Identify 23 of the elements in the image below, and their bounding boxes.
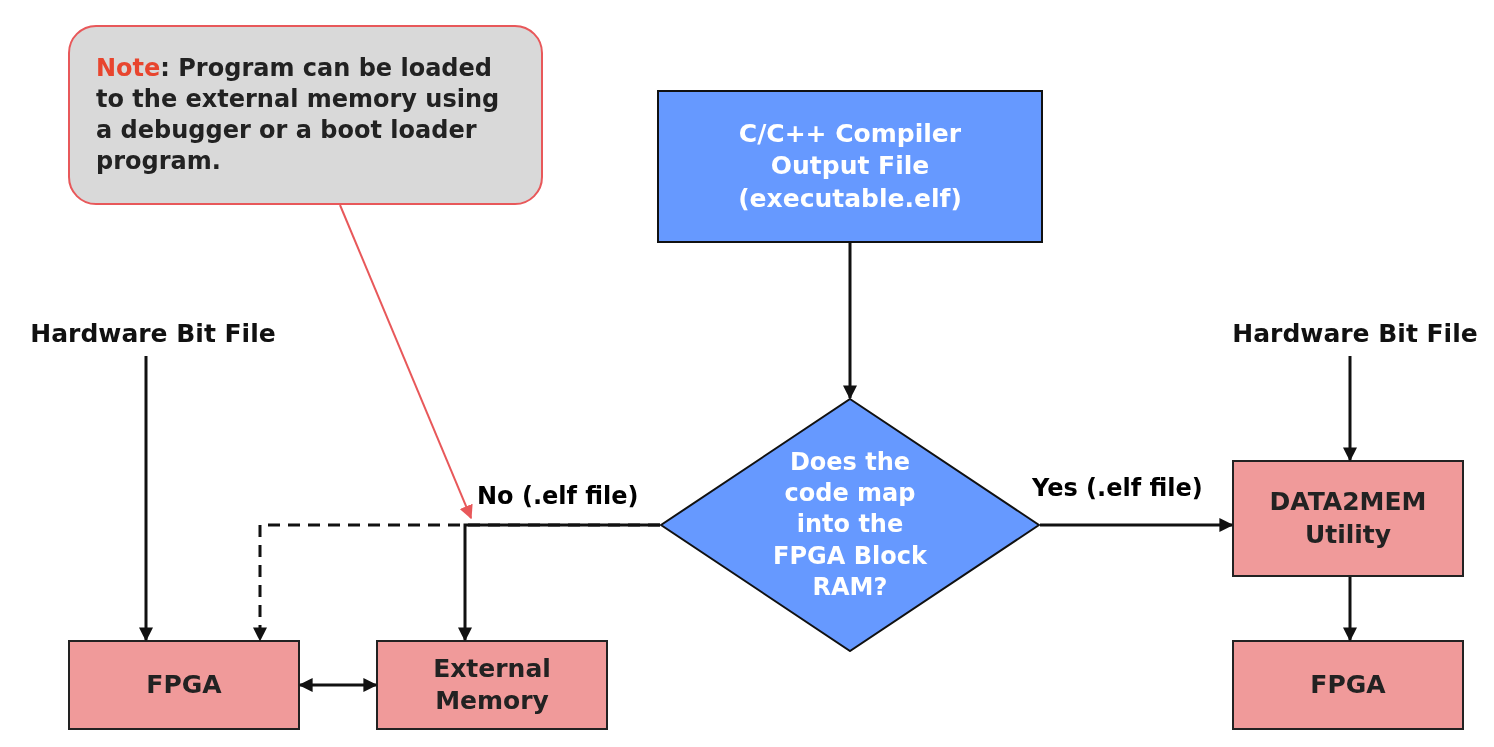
box-label: External Memory <box>432 652 552 717</box>
arrow <box>458 523 660 642</box>
note-callout <box>68 25 543 205</box>
arrow <box>1343 577 1357 642</box>
arrow <box>843 243 857 400</box>
process-box <box>657 90 1043 243</box>
arrow <box>298 678 378 692</box>
process-box <box>1232 460 1464 577</box>
box-label: FPGA <box>1310 668 1386 701</box>
box-label: FPGA <box>146 668 222 701</box>
input-label: Hardware Bit File <box>1232 317 1478 350</box>
leader-line <box>339 204 473 520</box>
process-box <box>68 640 300 730</box>
input-label: Hardware Bit File <box>30 317 276 350</box>
arrow <box>1343 356 1357 462</box>
process-box <box>376 640 608 730</box>
arrow <box>139 356 153 642</box>
box-label: C/C++ Compiler Output File (executable.elf) <box>737 117 963 215</box>
decision-label: Does the code map into the FPGA Block RAM? <box>772 447 928 603</box>
arrow <box>1040 518 1234 532</box>
process-box <box>1232 640 1464 730</box>
note-text: Note: Program can be loaded to the external memory using a debugger or a boot loader program. <box>96 52 501 178</box>
box-label: DATA2MEM Utility <box>1268 486 1428 551</box>
